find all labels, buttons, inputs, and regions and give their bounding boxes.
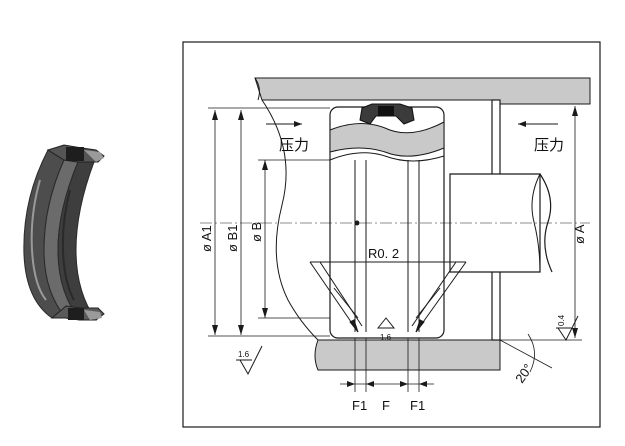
dim-label-f1-right: F1	[410, 398, 425, 413]
roughness-symbol-bottom	[376, 317, 396, 329]
angle-label: 20°	[512, 361, 536, 386]
dim-label-b: ø B	[249, 222, 264, 242]
dim-label-a1: ø A1	[199, 225, 214, 252]
drawing-frame	[182, 41, 601, 428]
pressure-arrow-right	[518, 121, 558, 127]
pressure-arrow-left	[266, 121, 302, 127]
chamfer-lines	[309, 261, 467, 333]
housing-bottom	[314, 339, 501, 371]
radius-label: R0. 2	[368, 246, 399, 261]
dimension-lines	[208, 103, 582, 392]
housing-top	[254, 77, 591, 105]
roughness-value-bottom: 1.6	[380, 333, 392, 342]
dim-label-f: F	[382, 398, 390, 413]
roughness-symbol-left	[236, 345, 263, 376]
pressure-label-right: 压力	[534, 137, 564, 154]
roughness-value-left: 1.6	[238, 350, 250, 359]
dim-label-a: ø A	[572, 224, 587, 244]
shaft	[449, 99, 553, 341]
seal-profile	[359, 103, 415, 125]
dimension-arrows	[212, 106, 578, 387]
roughness-symbol-right	[556, 315, 579, 341]
seal-3d-illustration	[23, 144, 105, 321]
dim-label-f1-left: F1	[352, 398, 367, 413]
pressure-label-left: 压力	[279, 137, 309, 154]
seal-contour-line	[261, 99, 319, 341]
dim-label-b1: ø B1	[225, 225, 240, 252]
roughness-value-right: 0.4	[557, 314, 566, 326]
